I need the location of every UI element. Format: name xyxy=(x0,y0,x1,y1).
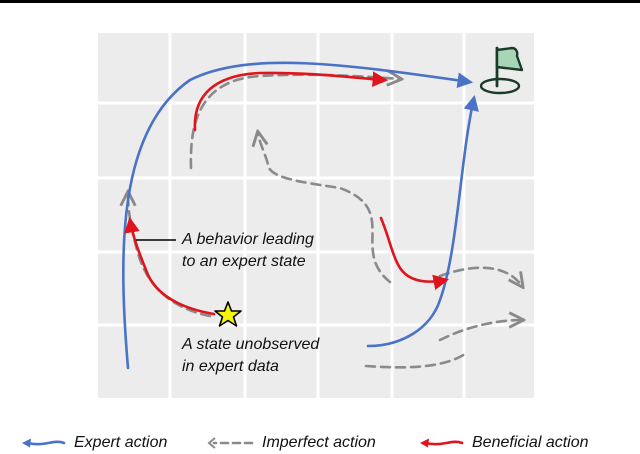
expert-arrow-icon xyxy=(22,438,66,448)
state-annotation-line2: in expert data xyxy=(182,358,279,375)
legend: Expert action Imperfect action Beneficia… xyxy=(0,432,640,454)
behavior-annotation-line1: A behavior leading xyxy=(182,231,314,248)
expert-path-main xyxy=(122,61,474,370)
behavior-annotation-line2: to an expert state xyxy=(182,253,306,270)
imperfect-path-behavior xyxy=(128,193,212,318)
legend-item-beneficial: Beneficial action xyxy=(418,432,589,454)
state-annotation-line1: A state unobserved xyxy=(182,336,320,353)
state-annotation: A state unobserved in expert data xyxy=(182,334,319,378)
beneficial-path-top xyxy=(193,71,389,132)
beneficial-path-middle xyxy=(379,216,450,290)
legend-label-expert: Expert action xyxy=(74,434,168,451)
legend-label-imperfect: Imperfect action xyxy=(262,434,376,451)
imperfect-path-middle xyxy=(258,133,392,284)
legend-label-beneficial: Beneficial action xyxy=(472,434,589,451)
behavior-annotation: A behavior leading to an expert state xyxy=(182,229,314,273)
imperfect-path-top xyxy=(189,75,400,170)
legend-item-imperfect: Imperfect action xyxy=(206,432,376,454)
beneficial-path-behavior xyxy=(124,216,216,316)
star-icon xyxy=(214,301,242,327)
beneficial-arrow-icon xyxy=(420,438,464,448)
imperfect-arrow-icon xyxy=(207,437,254,449)
goal-flag-icon xyxy=(479,46,524,95)
imperfect-path-bottom xyxy=(364,350,470,369)
imperfect-path-right-lower xyxy=(438,320,522,342)
top-border xyxy=(0,0,640,3)
diagram-canvas xyxy=(98,33,534,398)
legend-item-expert: Expert action xyxy=(20,432,167,454)
imperfect-path-right-upper xyxy=(438,266,522,286)
